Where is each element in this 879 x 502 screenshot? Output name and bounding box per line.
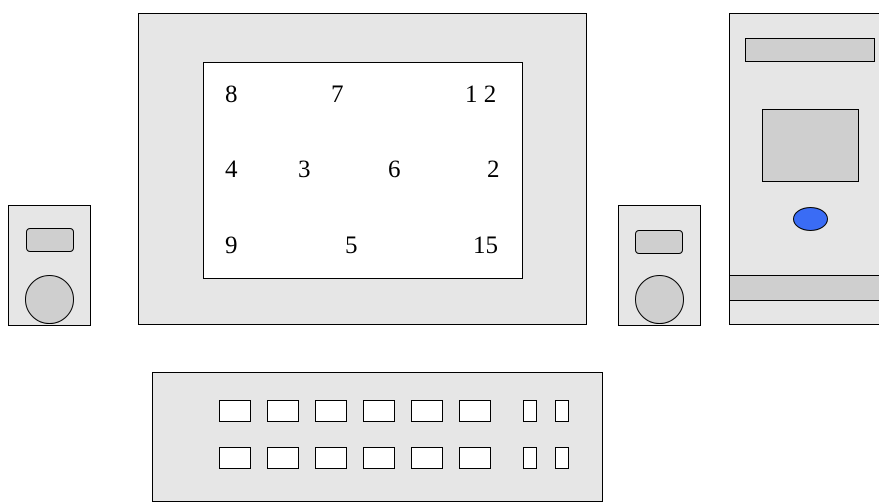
keyboard-key[interactable] [411, 447, 443, 469]
tower-base-strip [729, 275, 879, 301]
keyboard-key[interactable] [459, 447, 491, 469]
screen-number: 3 [298, 157, 311, 182]
keyboard-key[interactable] [411, 400, 443, 422]
screen-number: 15 [473, 233, 498, 258]
keyboard-key[interactable] [523, 400, 537, 422]
screen-number: 8 [225, 82, 238, 107]
drive-bay-slot [745, 38, 875, 62]
keyboard-key[interactable] [459, 400, 491, 422]
keyboard-key[interactable] [315, 447, 347, 469]
left-speaker [8, 205, 91, 326]
keyboard-key[interactable] [363, 447, 395, 469]
keyboard-key[interactable] [219, 400, 251, 422]
keyboard-key[interactable] [523, 447, 537, 469]
right-speaker-knob-icon [635, 275, 684, 324]
monitor-screen: 8 7 1 2 4 3 6 2 9 5 15 [203, 62, 523, 279]
keyboard-key[interactable] [363, 400, 395, 422]
keyboard-key[interactable] [267, 447, 299, 469]
computer-tower [729, 13, 879, 325]
left-speaker-slot [26, 228, 74, 252]
screen-number: 1 2 [465, 82, 496, 107]
computer-illustration: { "screen": { "numbers": ["8", "7", "1 2… [0, 0, 879, 489]
right-speaker [618, 205, 701, 326]
keyboard-key[interactable] [555, 447, 569, 469]
screen-number: 6 [388, 157, 401, 182]
left-speaker-knob-icon [25, 275, 74, 324]
tower-panel [762, 109, 859, 182]
power-button-icon[interactable] [793, 207, 828, 231]
monitor: 8 7 1 2 4 3 6 2 9 5 15 [138, 13, 587, 325]
keyboard-key[interactable] [219, 447, 251, 469]
screen-number: 7 [331, 82, 344, 107]
keyboard-key[interactable] [555, 400, 569, 422]
right-speaker-slot [635, 230, 683, 254]
keyboard [152, 372, 603, 502]
screen-number: 4 [225, 157, 238, 182]
keyboard-key[interactable] [267, 400, 299, 422]
screen-number: 9 [225, 233, 238, 258]
keyboard-key[interactable] [315, 400, 347, 422]
screen-number: 5 [345, 233, 358, 258]
screen-number: 2 [487, 157, 500, 182]
